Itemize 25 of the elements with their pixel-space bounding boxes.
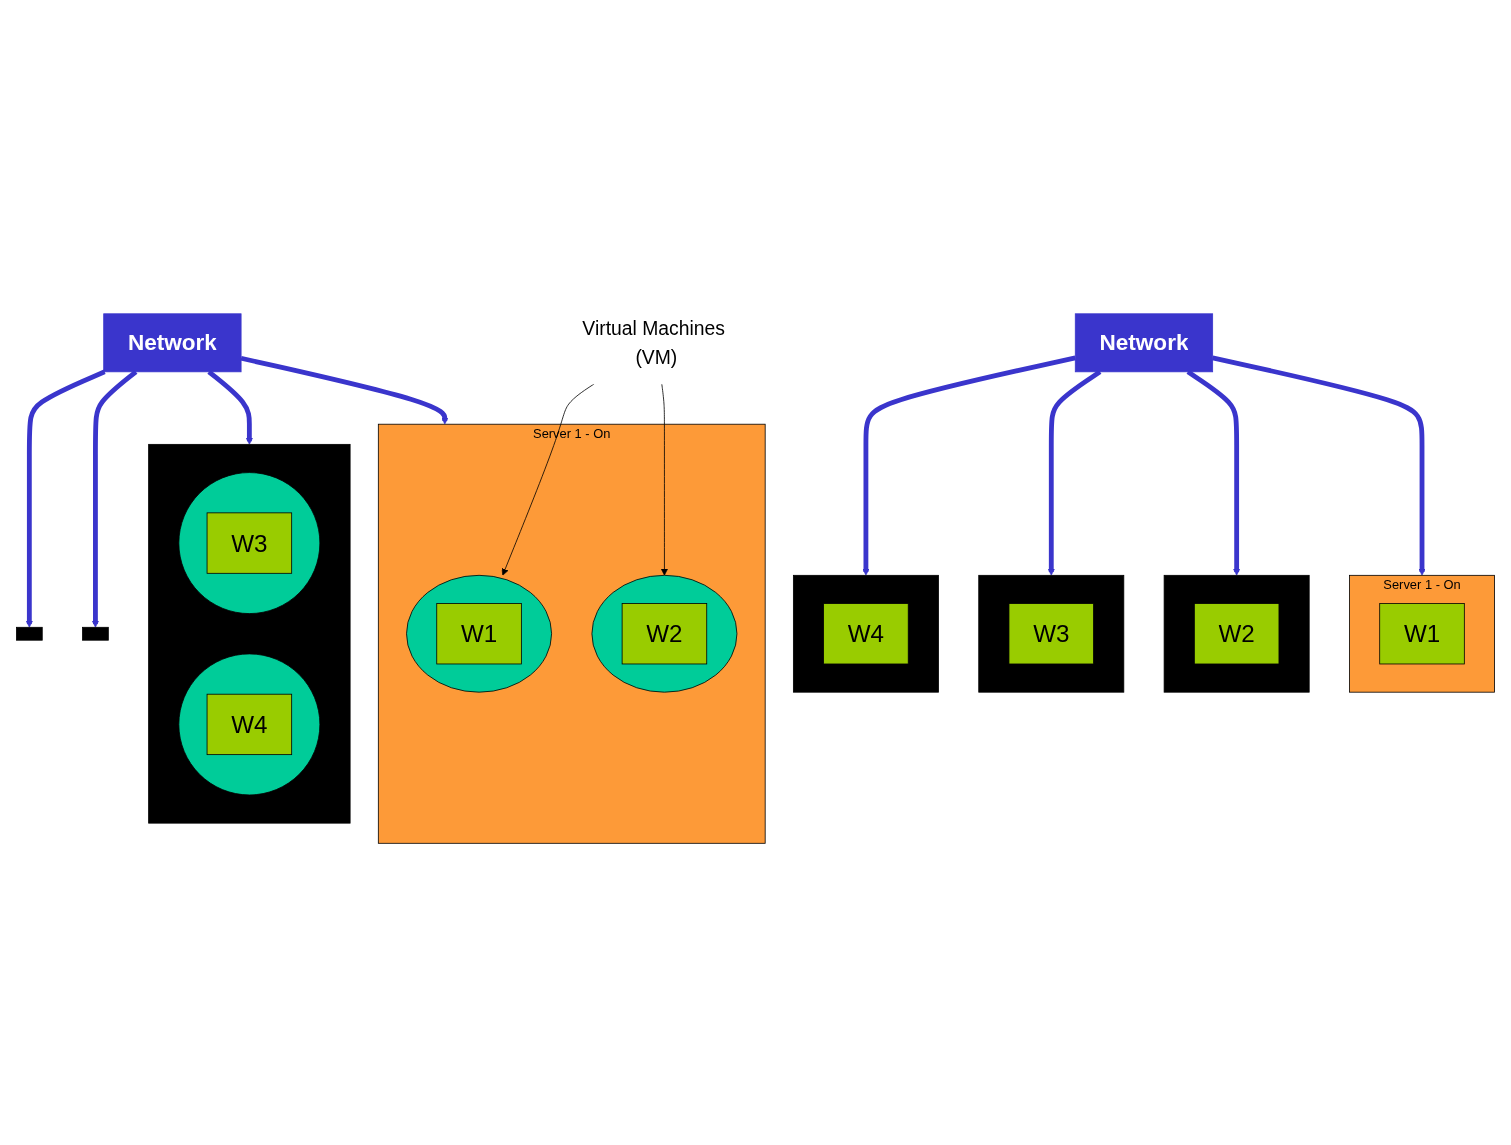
node-box: Network — [103, 313, 242, 373]
node-box: W2 — [621, 603, 708, 665]
arrow — [240, 355, 449, 425]
cluster — [406, 574, 552, 693]
node-box: W3 — [1008, 603, 1094, 665]
node-box: W3 — [206, 512, 293, 574]
node-text: Virtual Machines (VM) — [582, 317, 725, 368]
arrow — [25, 369, 106, 628]
cluster — [1163, 574, 1310, 693]
arrow — [862, 355, 1076, 576]
node-box — [82, 626, 109, 641]
cluster — [792, 574, 939, 693]
node-box: W1 — [1379, 603, 1465, 665]
node-box: Network — [1074, 313, 1214, 373]
node-box: W2 — [1193, 603, 1280, 665]
cluster — [178, 653, 321, 796]
node-box: W4 — [206, 693, 293, 756]
cluster — [978, 574, 1125, 693]
cluster — [148, 443, 351, 824]
node-box: W4 — [823, 603, 909, 665]
cluster — [591, 574, 738, 693]
arrow — [1212, 355, 1426, 576]
node-box: W1 — [436, 603, 522, 665]
node-box — [16, 626, 43, 641]
cluster — [178, 472, 321, 614]
